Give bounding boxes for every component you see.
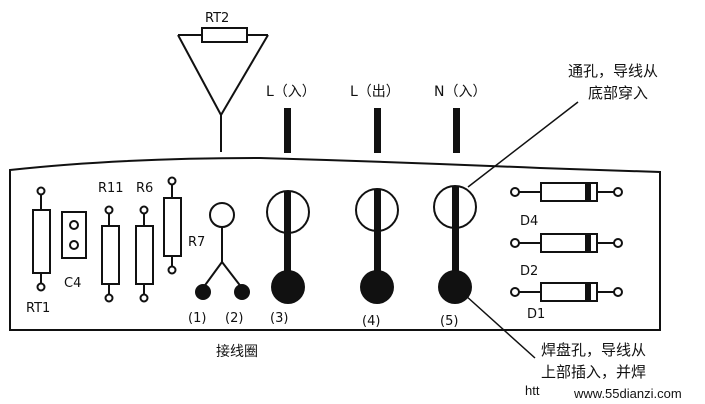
- coil-pads: [195, 202, 250, 300]
- d4-label: D4: [520, 214, 538, 229]
- pad-3-terminal: [266, 190, 310, 304]
- r6-resistor: [135, 205, 154, 303]
- l-in-label: L（入）: [266, 84, 316, 100]
- pad-5-terminal: [433, 185, 477, 304]
- via-hole-pointer: [467, 101, 579, 188]
- pad-5-label: (5): [440, 314, 458, 329]
- pad-4-label: (4): [362, 314, 380, 329]
- solder-pad-pointer: [464, 294, 536, 359]
- rt1-label: RT1: [26, 301, 50, 316]
- rt2-thermistor: [177, 27, 269, 152]
- d1-label: D1: [527, 307, 545, 322]
- rt2-label: RT2: [205, 11, 229, 26]
- via-hole-note-line2: 底部穿入: [588, 84, 648, 102]
- c4-capacitor: [61, 211, 87, 259]
- pad-1-label: (1): [188, 311, 206, 326]
- wire-l-out: [374, 108, 381, 153]
- watermark-site: www.55dianzi.com: [573, 386, 682, 401]
- watermark-prefix: htt: [525, 383, 540, 398]
- rt1-resistor: [32, 186, 51, 292]
- n-in-label: N（入）: [434, 84, 486, 100]
- solder-pad-note-line2: 上部插入，并焊: [541, 363, 646, 381]
- l-out-label: L（出）: [350, 84, 400, 100]
- solder-pad-note-line1: 焊盘孔，导线从: [541, 341, 646, 359]
- pad-2-label: (2): [225, 311, 243, 326]
- r11-label: R11: [98, 181, 124, 196]
- r11-resistor: [101, 205, 120, 303]
- d2-label: D2: [520, 264, 538, 279]
- wire-n-in: [453, 108, 460, 153]
- r7-resistor: [163, 176, 182, 275]
- coil-caption: 接线圈: [216, 343, 258, 360]
- c4-label: C4: [64, 276, 81, 291]
- wire-l-in: [284, 108, 291, 153]
- via-hole-note-line1: 通孔，导线从: [568, 62, 658, 80]
- d2-diode: [510, 233, 623, 253]
- pad-3-label: (3): [270, 311, 288, 326]
- d1-diode: [510, 282, 623, 302]
- r7-label: R7: [188, 235, 205, 250]
- pad-4-terminal: [355, 188, 399, 304]
- d4-diode: [510, 182, 623, 202]
- r6-label: R6: [136, 181, 153, 196]
